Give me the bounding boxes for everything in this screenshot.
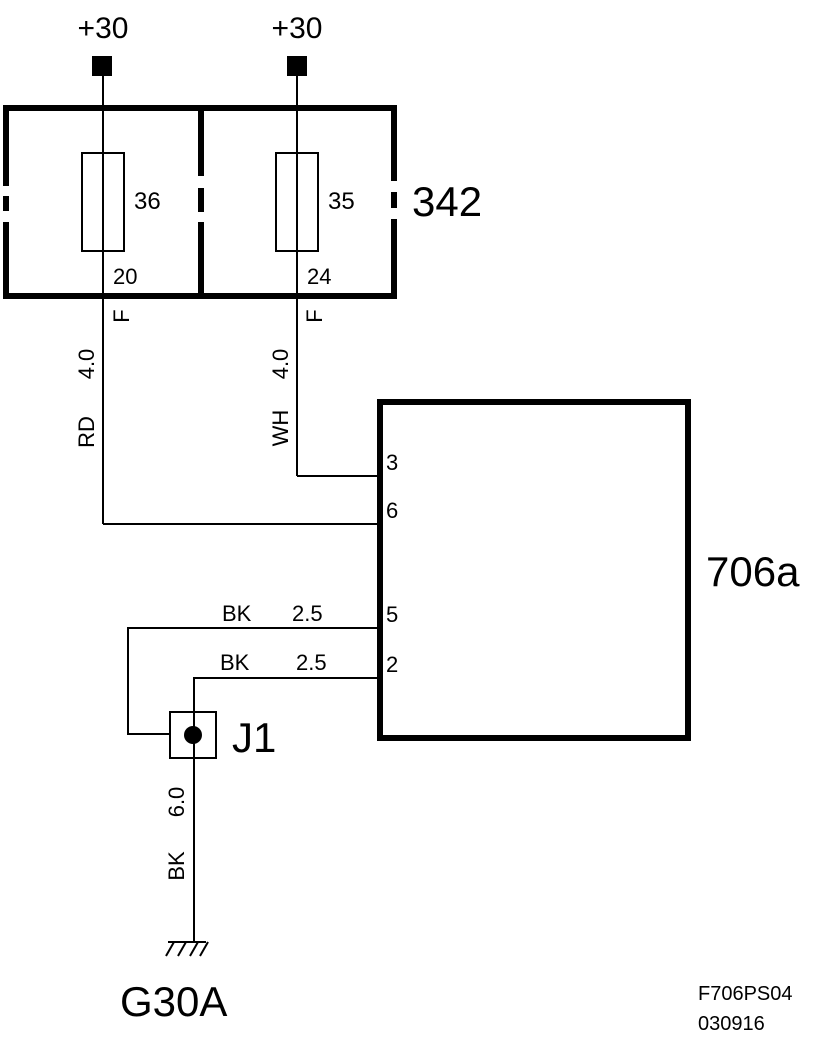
connector-label-right: F bbox=[302, 309, 327, 322]
wire-color-black-ground: BK bbox=[164, 851, 189, 881]
terminal-square-left bbox=[92, 56, 112, 76]
wire-black-pin2 bbox=[193, 677, 380, 734]
fuse-number-35: 35 bbox=[328, 188, 355, 215]
ground-hatch-2 bbox=[177, 941, 187, 957]
ground-hatch-3 bbox=[189, 941, 199, 957]
control-unit-pin-5: 5 bbox=[386, 602, 398, 627]
wire-label-white: 4.0 WH bbox=[268, 349, 293, 447]
control-unit-pin-6: 6 bbox=[386, 498, 398, 523]
wire-size-black-ground: 6.0 bbox=[164, 787, 189, 818]
connector-label-left: F bbox=[109, 309, 134, 322]
wire-color-red: RD bbox=[74, 416, 99, 448]
wire-color-black-pin2: BK bbox=[220, 650, 250, 675]
wire-color-black-pin5: BK bbox=[222, 601, 252, 626]
wire-label-black-ground: 6.0 BK bbox=[164, 787, 189, 881]
fuse-pin-20: 20 bbox=[113, 264, 137, 289]
splice-id: J1 bbox=[232, 714, 276, 761]
fuse-box-id: 342 bbox=[412, 178, 482, 225]
supply-terminal-right: +30 bbox=[272, 12, 323, 76]
splice-dot bbox=[184, 726, 202, 744]
control-unit-pin-3: 3 bbox=[386, 450, 398, 475]
wire-label-black-pin5: BK 2.5 bbox=[222, 601, 323, 626]
ground-hatch-4 bbox=[199, 941, 209, 957]
wire-size-black-pin5: 2.5 bbox=[292, 601, 323, 626]
splice-j1: J1 bbox=[169, 711, 276, 761]
wire-black-pin5 bbox=[127, 627, 380, 735]
fuse-36: 36 20 bbox=[81, 152, 161, 289]
fuse-35: 35 24 bbox=[275, 152, 355, 289]
wire-size-red: 4.0 bbox=[74, 349, 99, 380]
wire-size-white: 4.0 bbox=[268, 349, 293, 380]
wire-color-white: WH bbox=[268, 410, 293, 447]
control-unit-pin-2: 2 bbox=[386, 652, 398, 677]
supply-label-right: +30 bbox=[272, 12, 323, 45]
terminal-square-right bbox=[287, 56, 307, 76]
fuse-box: 342 bbox=[3, 105, 482, 299]
control-unit-id: 706a bbox=[706, 548, 800, 595]
wire-label-black-pin2: BK 2.5 bbox=[220, 650, 327, 675]
drawing-date: 030916 bbox=[698, 1013, 765, 1035]
ground-id: G30A bbox=[120, 978, 227, 1025]
ground-hatch-1 bbox=[165, 941, 175, 957]
wire-size-black-pin2: 2.5 bbox=[296, 650, 327, 675]
fuse-pin-24: 24 bbox=[307, 264, 331, 289]
control-unit-outline bbox=[377, 399, 691, 741]
supply-label-left: +30 bbox=[78, 12, 129, 45]
drawing-code: F706PS04 bbox=[698, 983, 793, 1005]
supply-terminal-left: +30 bbox=[78, 12, 129, 76]
ground-symbol: G30A bbox=[120, 941, 227, 1025]
wire-label-red: 4.0 RD bbox=[74, 349, 99, 448]
fuse-number-36: 36 bbox=[134, 188, 161, 215]
control-unit: 706a 3 6 5 2 bbox=[377, 399, 800, 741]
